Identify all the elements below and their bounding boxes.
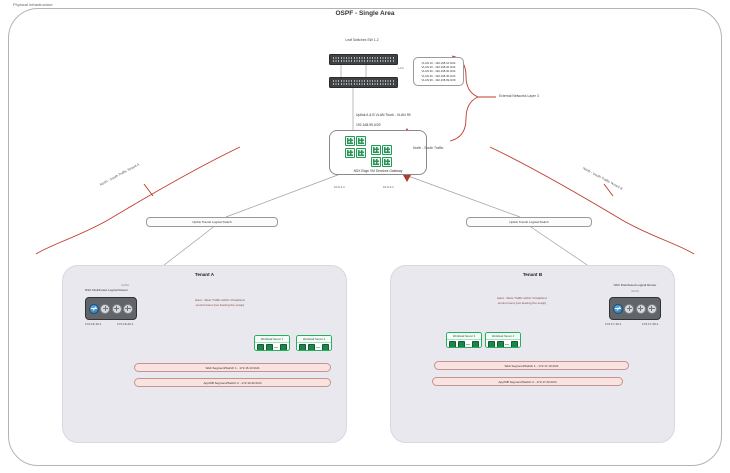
edge-vm-icon bbox=[356, 148, 366, 158]
nsx-edge-box: NSX Edge VM Services Gateway bbox=[329, 130, 427, 175]
edge-node-cluster-2 bbox=[371, 145, 392, 167]
lag-label: LAG bbox=[398, 66, 405, 70]
uplink-subnet-label: 192.168.99.0/29 bbox=[356, 123, 381, 127]
diagram-title: OSPF - Single Area bbox=[335, 10, 395, 17]
globe-icon bbox=[89, 303, 99, 314]
vm-icons bbox=[447, 340, 481, 347]
edge-right-ip: 10.0.2.1 bbox=[383, 185, 394, 189]
tor-switch-2 bbox=[329, 77, 398, 88]
vlan-list-box: VLAN 10 - 192.168.10.0/24 VLAN 20 - 192.… bbox=[413, 57, 464, 86]
edge-vm-icon bbox=[345, 136, 355, 146]
link-icon bbox=[505, 343, 510, 345]
tenant-b-box: Tenant B NSX Distributed Logical Router … bbox=[390, 265, 675, 443]
vlan-line: VLAN 99 - 192.168.99.0/29 bbox=[421, 77, 456, 82]
workload-server-label: Workload Server 1 bbox=[255, 336, 289, 343]
router-port-icon bbox=[624, 303, 635, 314]
tor-switch-1 bbox=[329, 54, 398, 65]
tenant-b-dlr-tag: (DLR) bbox=[631, 289, 639, 293]
workload-server-1: Workload Server 1 bbox=[254, 335, 290, 351]
edge-vm-icon bbox=[382, 145, 392, 155]
vm-icon bbox=[279, 343, 287, 350]
tenant-a-dlr-label: NSX Distributed Logical Router bbox=[85, 288, 128, 292]
tenant-a-title: Tenant A bbox=[194, 272, 215, 277]
vm-icons bbox=[255, 343, 289, 350]
tenant-b-title: Tenant B bbox=[522, 272, 543, 277]
router-port-icon bbox=[122, 303, 133, 314]
router-port-icon bbox=[111, 303, 122, 314]
vm-icon bbox=[299, 343, 307, 350]
link-icon bbox=[274, 346, 279, 348]
vm-icon bbox=[471, 340, 479, 347]
link-icon bbox=[316, 346, 321, 348]
globe-icon bbox=[613, 303, 623, 314]
vlan-line: VLAN 30 - 192.168.30.0/24 bbox=[421, 69, 456, 74]
vm-icon bbox=[449, 340, 457, 347]
external-networks-label: External Networks Layer 3 bbox=[499, 94, 539, 98]
edge-vm-icon bbox=[371, 145, 381, 155]
edge-vm-icon bbox=[356, 136, 366, 146]
edge-vm-icon bbox=[345, 148, 355, 158]
edge-vm-icon bbox=[371, 157, 381, 167]
vm-icons bbox=[297, 343, 331, 350]
vlan-line: VLAN 10 - 192.168.10.0/24 bbox=[421, 60, 456, 65]
tenant-a-dlr-appliance bbox=[85, 297, 137, 320]
tenant-b-ip-left: 172.17.10.1 bbox=[605, 322, 622, 326]
edge-left-ip: 10.0.1.1 bbox=[334, 185, 345, 189]
link-icon bbox=[466, 343, 471, 345]
tenant-a-ew-caption: East - West Traffic within Virtualized e… bbox=[160, 298, 280, 307]
segment-bar-1: Web Segment/Switch 1 - 172.16.10.0/24 bbox=[134, 363, 331, 372]
router-port-icon bbox=[635, 303, 646, 314]
vm-icon bbox=[257, 343, 265, 350]
tenant-b-dlr-appliance bbox=[609, 297, 661, 320]
edge-vm-icon bbox=[382, 157, 392, 167]
vm-icon bbox=[321, 343, 329, 350]
vlan-line: VLAN 40 - 192.168.40.0/24 bbox=[421, 73, 456, 78]
router-port-icon bbox=[100, 303, 111, 314]
router-port-icon bbox=[646, 303, 657, 314]
vm-icons bbox=[486, 340, 520, 347]
workload-server-label: Workload Server 2 bbox=[297, 336, 331, 343]
ew-caption-line2: environment (not leaving the setup) bbox=[195, 302, 245, 307]
tenant-b-ew-caption: East - West Traffic within Virtualized e… bbox=[462, 296, 582, 305]
workload-server-label: Workload Server 4 bbox=[486, 333, 520, 340]
edge-node-cluster-1 bbox=[345, 136, 366, 158]
vm-icon bbox=[496, 340, 504, 347]
vm-icon bbox=[510, 340, 518, 347]
segment-bar-1: Web Segment/Switch 1 - 172.17.10.0/24 bbox=[434, 361, 629, 370]
ew-caption-line2: environment (not leaving the setup) bbox=[497, 300, 547, 305]
frame-label: Physical Infrastructure bbox=[13, 2, 53, 7]
switch-caption: Leaf Switches SW 1-2 bbox=[345, 38, 379, 42]
transit-logical-switch-right: Uplink Transit Logical Switch bbox=[466, 217, 592, 227]
uplink-trunk-label: Uplink A & B VLAN Trunk - VLAN 99 bbox=[356, 113, 411, 117]
vm-icon bbox=[488, 340, 496, 347]
tenant-b-ip-right: 172.17.20.1 bbox=[642, 322, 659, 326]
edge-box-label: NSX Edge VM Services Gateway bbox=[353, 168, 403, 173]
tenant-a-uplink-tag: Uplink bbox=[121, 283, 130, 287]
ew-caption-line1: East - West Traffic within Virtualized bbox=[195, 298, 245, 302]
workload-server-2: Workload Server 2 bbox=[296, 335, 332, 351]
tenant-a-box: Tenant A NSX Distributed Logical Router … bbox=[62, 265, 347, 443]
workload-server-3: Workload Server 3 bbox=[446, 332, 482, 348]
ew-caption-line1: East - West Traffic within Virtualized bbox=[497, 296, 547, 300]
vlan-line: VLAN 20 - 192.168.20.0/24 bbox=[421, 65, 456, 69]
north-south-label: North - South Traffic bbox=[413, 146, 444, 150]
tenant-b-dlr-label: NSX Distributed Logical Router bbox=[613, 283, 657, 287]
segment-bar-2: App/DB Segment/Switch 2 - 172.17.20.0/24 bbox=[432, 377, 623, 386]
tenant-a-ip-left: 172.16.10.1 bbox=[85, 322, 102, 326]
vm-icon bbox=[457, 340, 465, 347]
segment-bar-2: App/DB Segment/Switch 2 - 172.16.20.0/24 bbox=[134, 378, 331, 387]
vm-icon bbox=[265, 343, 273, 350]
workload-server-4: Workload Server 4 bbox=[485, 332, 521, 348]
transit-logical-switch-left: Uplink Transit Logical Switch bbox=[146, 217, 278, 227]
tenant-a-ip-right: 172.16.20.1 bbox=[117, 322, 134, 326]
vm-icon bbox=[307, 343, 315, 350]
workload-server-label: Workload Server 3 bbox=[447, 333, 481, 340]
